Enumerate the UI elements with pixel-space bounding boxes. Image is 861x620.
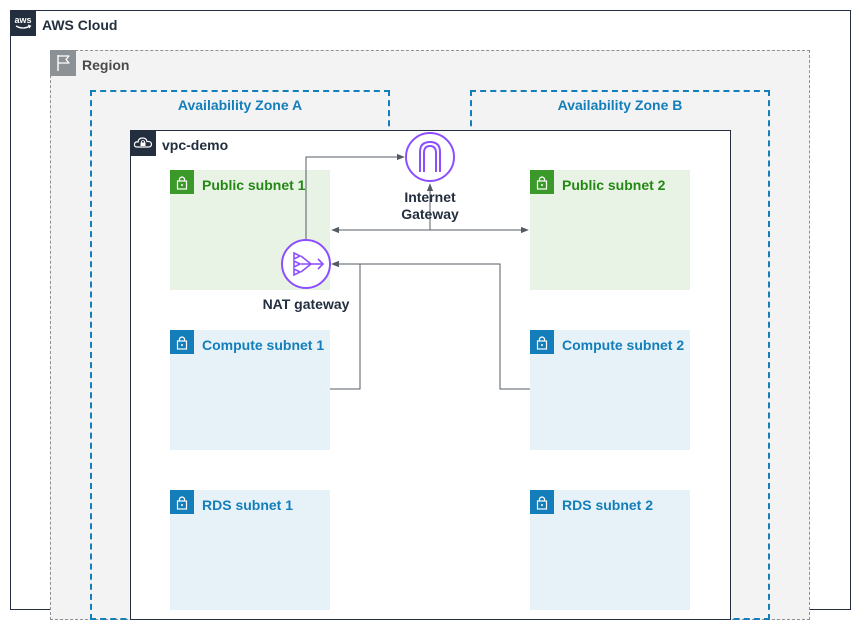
- public-subnet-2: [530, 170, 690, 290]
- svg-text:aws: aws: [14, 15, 31, 25]
- availability-zone-b-label: Availability Zone B: [557, 97, 683, 113]
- region-flag-icon: [50, 50, 76, 76]
- compute-subnet-2: [530, 330, 690, 450]
- internet-gateway-label: Internet Gateway: [401, 189, 459, 222]
- aws-logo-icon: aws: [10, 10, 36, 36]
- region-label: Region: [82, 57, 130, 73]
- subnet-lock-icon: [530, 170, 554, 194]
- compute-subnet-1-label: Compute subnet 1: [202, 337, 325, 353]
- nat-gateway-label: NAT gateway: [262, 296, 350, 312]
- rds-subnet-2-label: RDS subnet 2: [562, 497, 654, 513]
- vpc-label: vpc-demo: [162, 137, 229, 153]
- availability-zone-a-label: Availability Zone A: [177, 97, 303, 113]
- subnet-lock-icon: [170, 330, 194, 354]
- rds-subnet-1: [170, 490, 330, 610]
- compute-subnet-2-label: Compute subnet 2: [562, 337, 685, 353]
- subnet-lock-icon: [530, 490, 554, 514]
- public-subnet-2-label: Public subnet 2: [562, 177, 666, 193]
- rds-subnet-2: [530, 490, 690, 610]
- rds-subnet-1-label: RDS subnet 1: [202, 497, 294, 513]
- vpc-cloud-lock-icon: [130, 130, 156, 156]
- subnet-lock-icon: [530, 330, 554, 354]
- compute-subnet-1: [170, 330, 330, 450]
- subnet-lock-icon: [170, 170, 194, 194]
- subnet-lock-icon: [170, 490, 194, 514]
- aws-cloud-label: AWS Cloud: [42, 17, 118, 33]
- public-subnet-1-label: Public subnet 1: [202, 177, 306, 193]
